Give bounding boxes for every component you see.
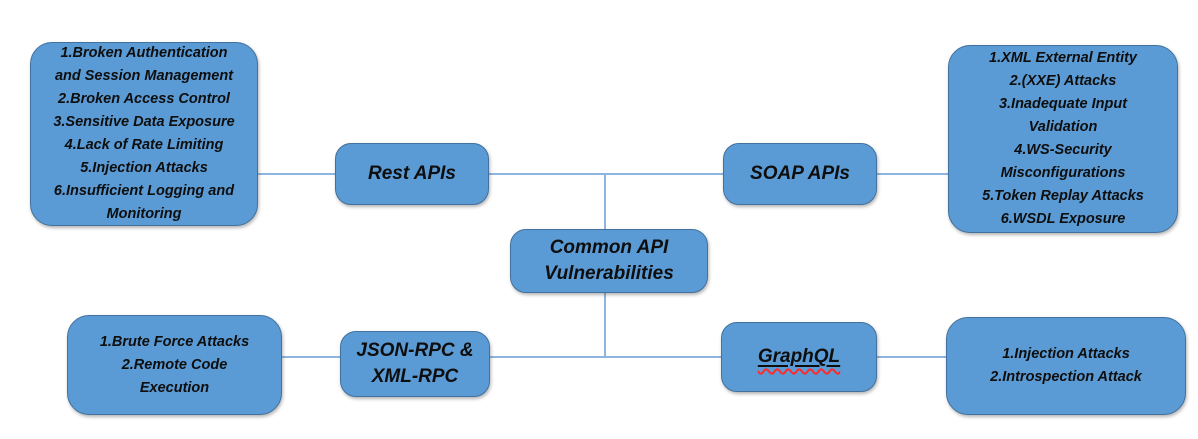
rest-apis-node: Rest APIs [335,143,489,205]
list-item: 1.XML External Entity [989,50,1137,66]
json-rpc-xml-rpc-node: JSON-RPC & XML-RPC [340,331,490,397]
connector-restlist-to-rest [258,173,335,175]
list-item: 1.Injection Attacks [1002,346,1130,362]
list-item: 6.WSDL Exposure [1000,211,1126,227]
connector-rest-to-soap [489,173,723,175]
graphql-node: GraphQL [721,322,877,392]
list-item: 2.Introspection Attack [990,369,1142,385]
connector-soap-to-soaplist [877,173,948,175]
connector-rpclist-to-rpc [282,356,340,358]
list-item: 3.Sensitive Data Exposure [53,114,235,130]
list-item: 3.Inadequate Input Validation [998,96,1128,135]
list-item: 1.Brute Force Attacks [99,333,250,350]
list-item: 6.Insufficient Logging and Monitoring [53,183,235,222]
graphql-label: GraphQL [758,344,840,370]
rpc-vulnerabilities-list: 1.Brute Force Attacks 2.Remote Code Exec… [67,315,282,415]
graphql-vulnerabilities-list: 1.Injection Attacks 2.Introspection Atta… [946,317,1186,415]
connector-center-to-bottom [604,293,606,357]
list-item: 2.(XXE) Attacks [1009,73,1117,89]
list-item: 2.Remote Code Execution [121,356,228,396]
rest-vulnerabilities-list: 1.Broken Authentication and Session Mana… [30,42,258,226]
graphql-label-text: GraphQL [757,346,841,367]
rest-apis-label: Rest APIs [368,163,456,184]
list-item: 5.Token Replay Attacks [982,188,1144,204]
connector-top-to-center [604,174,606,229]
json-rpc-xml-rpc-label: JSON-RPC & XML-RPC [356,340,474,387]
common-api-vulnerabilities-label: Common API Vulnerabilities [544,237,674,284]
list-item: 5.Injection Attacks [80,160,208,176]
list-item: 4.Lack of Rate Limiting [64,137,224,153]
list-item: 1.Broken Authentication and Session Mana… [54,45,234,84]
common-api-vulnerabilities-node: Common API Vulnerabilities [510,229,708,293]
list-item: 2.Broken Access Control [58,91,230,107]
list-item: 4.WS-Security Misconfigurations [1000,142,1126,181]
connector-graphql-to-gqllist [877,356,946,358]
soap-vulnerabilities-list: 1.XML External Entity 2.(XXE) Attacks 3.… [948,45,1178,233]
connector-rpc-to-graphql [490,356,721,358]
soap-apis-node: SOAP APIs [723,143,877,205]
soap-apis-label: SOAP APIs [750,163,850,184]
